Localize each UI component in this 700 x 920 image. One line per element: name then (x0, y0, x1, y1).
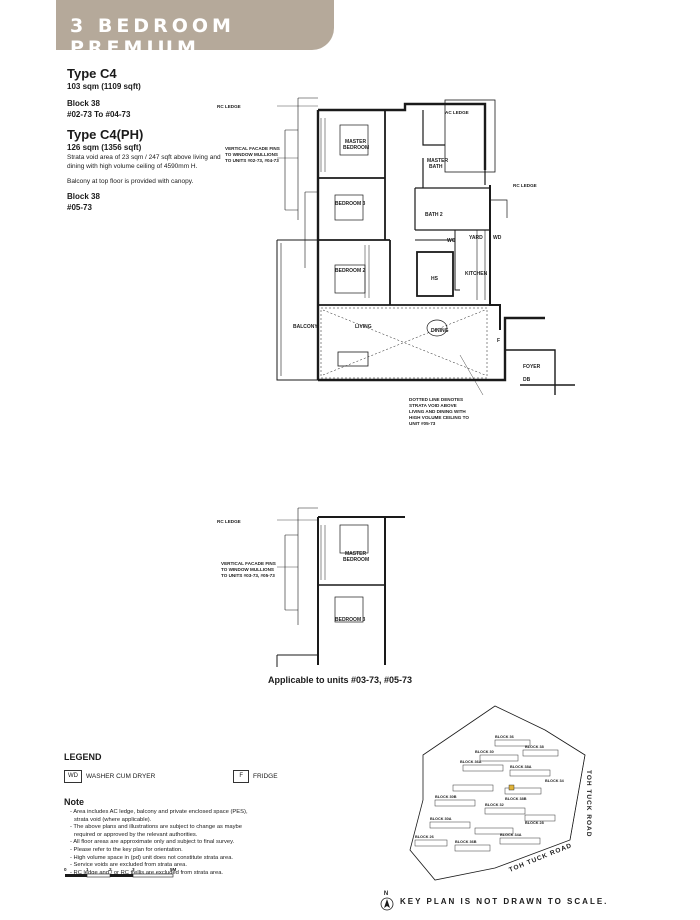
label-master-bedroom2-b: BEDROOM (343, 557, 369, 563)
scale-tick-3: 3 (132, 867, 135, 872)
scale-tick-0: 0 (64, 867, 67, 872)
label-rc-ledge-top: RC LEDGE (217, 104, 241, 109)
kp-block-label: BLOCK 26 (415, 835, 434, 839)
label-facade2-1: VERTICAL FACADE FINS (221, 561, 276, 566)
floor-plan-partial: RC LEDGE VERTICAL FACADE FINS TO WINDOW … (217, 507, 405, 667)
label-dotted-3: LIVING AND DINING WITH (409, 409, 466, 414)
kp-block-label: BLOCK 34A (500, 833, 522, 837)
legend-label-f: FRIDGE (253, 773, 278, 780)
kp-block-label: BLOCK 28 (525, 821, 544, 825)
canopy-note: Balcony at top floor is provided with ca… (67, 178, 194, 185)
legend-title: LEGEND (64, 752, 102, 762)
label-wd: WD (493, 235, 502, 241)
note-item: - All floor areas are approximate only a… (70, 839, 235, 846)
label-bath-2: BATH 2 (425, 212, 443, 218)
label-bedroom-3: BEDROOM 3 (335, 201, 366, 207)
north-label: N (383, 891, 391, 897)
label-master-bath-a: MASTER (427, 158, 449, 164)
kp-block-label: BLOCK 36B (455, 840, 477, 844)
key-plan-note: N KEY PLAN IS NOT DRAWN TO SCALE. (380, 891, 608, 911)
unit-area-c4ph: 126 sqm (1356 sqft) (67, 143, 142, 152)
note-item: required or approved by the relevant aut… (74, 831, 198, 838)
label-rc-ledge-right: RC LEDGE (513, 183, 537, 188)
note-item: - RC ledge and / or RC trellis are exclu… (70, 869, 224, 876)
label-dotted-2: STRATA VOID ABOVE (409, 403, 457, 408)
kp-block-label: BLOCK 30 (475, 750, 494, 754)
label-kitchen: KITCHEN (465, 271, 488, 277)
kp-block-label: BLOCK 36A (460, 760, 482, 764)
label-dotted-5: UNIT #05-73 (409, 421, 436, 426)
label-facade-3: TO UNITS #02-73, #04-73 (225, 158, 279, 163)
scale-tick-1: 1 (86, 867, 89, 872)
kp-block-label: BLOCK 32 (485, 803, 504, 807)
banner-title: 3 BEDROOM PREMIUM (70, 15, 235, 59)
kp-block-label: BLOCK 36 (495, 735, 514, 739)
label-dotted-4: HIGH VOLUME CEILING TO (409, 415, 469, 420)
legend: LEGEND WD WASHER CUM DRYER F FRIDGE (64, 752, 350, 783)
label-db: DB (523, 377, 531, 383)
legend-code-f: F (233, 770, 250, 783)
label-facade2-3: TO UNITS #03-73, #05-73 (221, 573, 275, 578)
label-master-bedroom-a: MASTER (345, 139, 367, 145)
label-wc: WC (447, 238, 456, 244)
scale-bar: 0 1 2 3 5M (64, 867, 177, 878)
header-banner: 3 BEDROOM PREMIUM (56, 0, 334, 59)
label-dotted-1: DOTTED LINE DENOTES (409, 397, 463, 402)
legend-code-wd: WD (64, 770, 82, 783)
note-item: - Please refer to the key plan for orien… (70, 846, 183, 853)
label-master-bedroom2-a: MASTER (345, 551, 367, 557)
note-item: - High volume space in (pd) unit does no… (70, 854, 234, 861)
label-master-bedroom-b: BEDROOM (343, 145, 369, 151)
scale-tick-2: 2 (109, 867, 112, 872)
void-note: Strata void area of 23 sqm / 247 sqft ab… (67, 154, 221, 170)
legend-item-f: F FRIDGE (233, 770, 278, 783)
scale-tick-5: 5M (170, 867, 177, 872)
label-balcony: BALCONY (293, 324, 318, 330)
unit-numbers-c4ph: #05-73 (67, 203, 92, 212)
applicable-units: Applicable to units #03-73, #05-73 (268, 675, 413, 685)
label-facade-2: TO WINDOW MULLIONS (225, 152, 278, 157)
kp-block-label: BLOCK 38A (510, 765, 532, 769)
unit-type-c4ph: Type C4(PH) (67, 127, 144, 142)
key-plan: BLOCK 36 BLOCK 38 BLOCK 30 BLOCK 38A BLO… (409, 705, 592, 881)
road-label-right: TOH TUCK ROAD (585, 770, 592, 837)
label-yard: YARD (469, 235, 483, 241)
note-item: - Area includes AC ledge, balcony and pr… (70, 809, 248, 815)
label-rc-ledge-2: RC LEDGE (217, 519, 241, 524)
legend-label-wd: WASHER CUM DRYER (86, 773, 156, 780)
key-plan-highlight (508, 784, 515, 791)
unit-numbers-c4: #02-73 To #04-73 (67, 110, 131, 119)
note-item: - Service voids are excluded from strata… (70, 862, 187, 869)
kp-block-label: BLOCK 38B (505, 797, 527, 801)
block-label-c4ph: Block 38 (67, 192, 100, 201)
label-bedroom3-2: BEDROOM 3 (335, 617, 366, 623)
label-facade2-2: TO WINDOW MULLIONS (221, 567, 274, 572)
notes: Note - Area includes AC ledge, balcony a… (64, 797, 334, 877)
north-arrow-icon: N (380, 891, 394, 911)
unit-info: Type C4 103 sqm (1109 sqft) Block 38 #02… (67, 66, 237, 220)
label-foyer: FOYER (523, 364, 541, 370)
note-item: - The above plans and illustrations are … (70, 824, 242, 831)
notes-title: Note (64, 797, 84, 807)
note-item: strata void (where applicable). (74, 816, 152, 823)
label-dining: DINING (431, 328, 449, 334)
kp-block-label: BLOCK 30A (430, 817, 452, 821)
block-label-c4: Block 38 (67, 99, 100, 108)
kp-block-label: BLOCK 38 (525, 745, 544, 749)
kp-block-label: BLOCK 34 (545, 779, 565, 783)
label-master-bath-b: BATH (429, 164, 443, 170)
road-label-bottom: TOH TUCK ROAD (508, 842, 573, 874)
legend-item-wd: WD WASHER CUM DRYER (64, 770, 155, 783)
unit-type-c4: Type C4 (67, 66, 117, 81)
kp-block-label: BLOCK 30B (435, 795, 457, 799)
label-fridge: F (497, 338, 500, 344)
unit-area-c4: 103 sqm (1109 sqft) (67, 82, 141, 91)
floor-plan-main: RC LEDGE AC LEDGE VERTICAL FACADE FINS T… (217, 97, 575, 426)
label-ac-ledge: AC LEDGE (445, 110, 469, 115)
label-facade-1: VERTICAL FACADE FINS (225, 146, 280, 151)
label-living: LIVING (355, 324, 372, 330)
key-plan-note-text: KEY PLAN IS NOT DRAWN TO SCALE. (400, 896, 609, 906)
label-hs: HS (431, 276, 439, 282)
label-bedroom-2: BEDROOM 2 (335, 268, 366, 274)
